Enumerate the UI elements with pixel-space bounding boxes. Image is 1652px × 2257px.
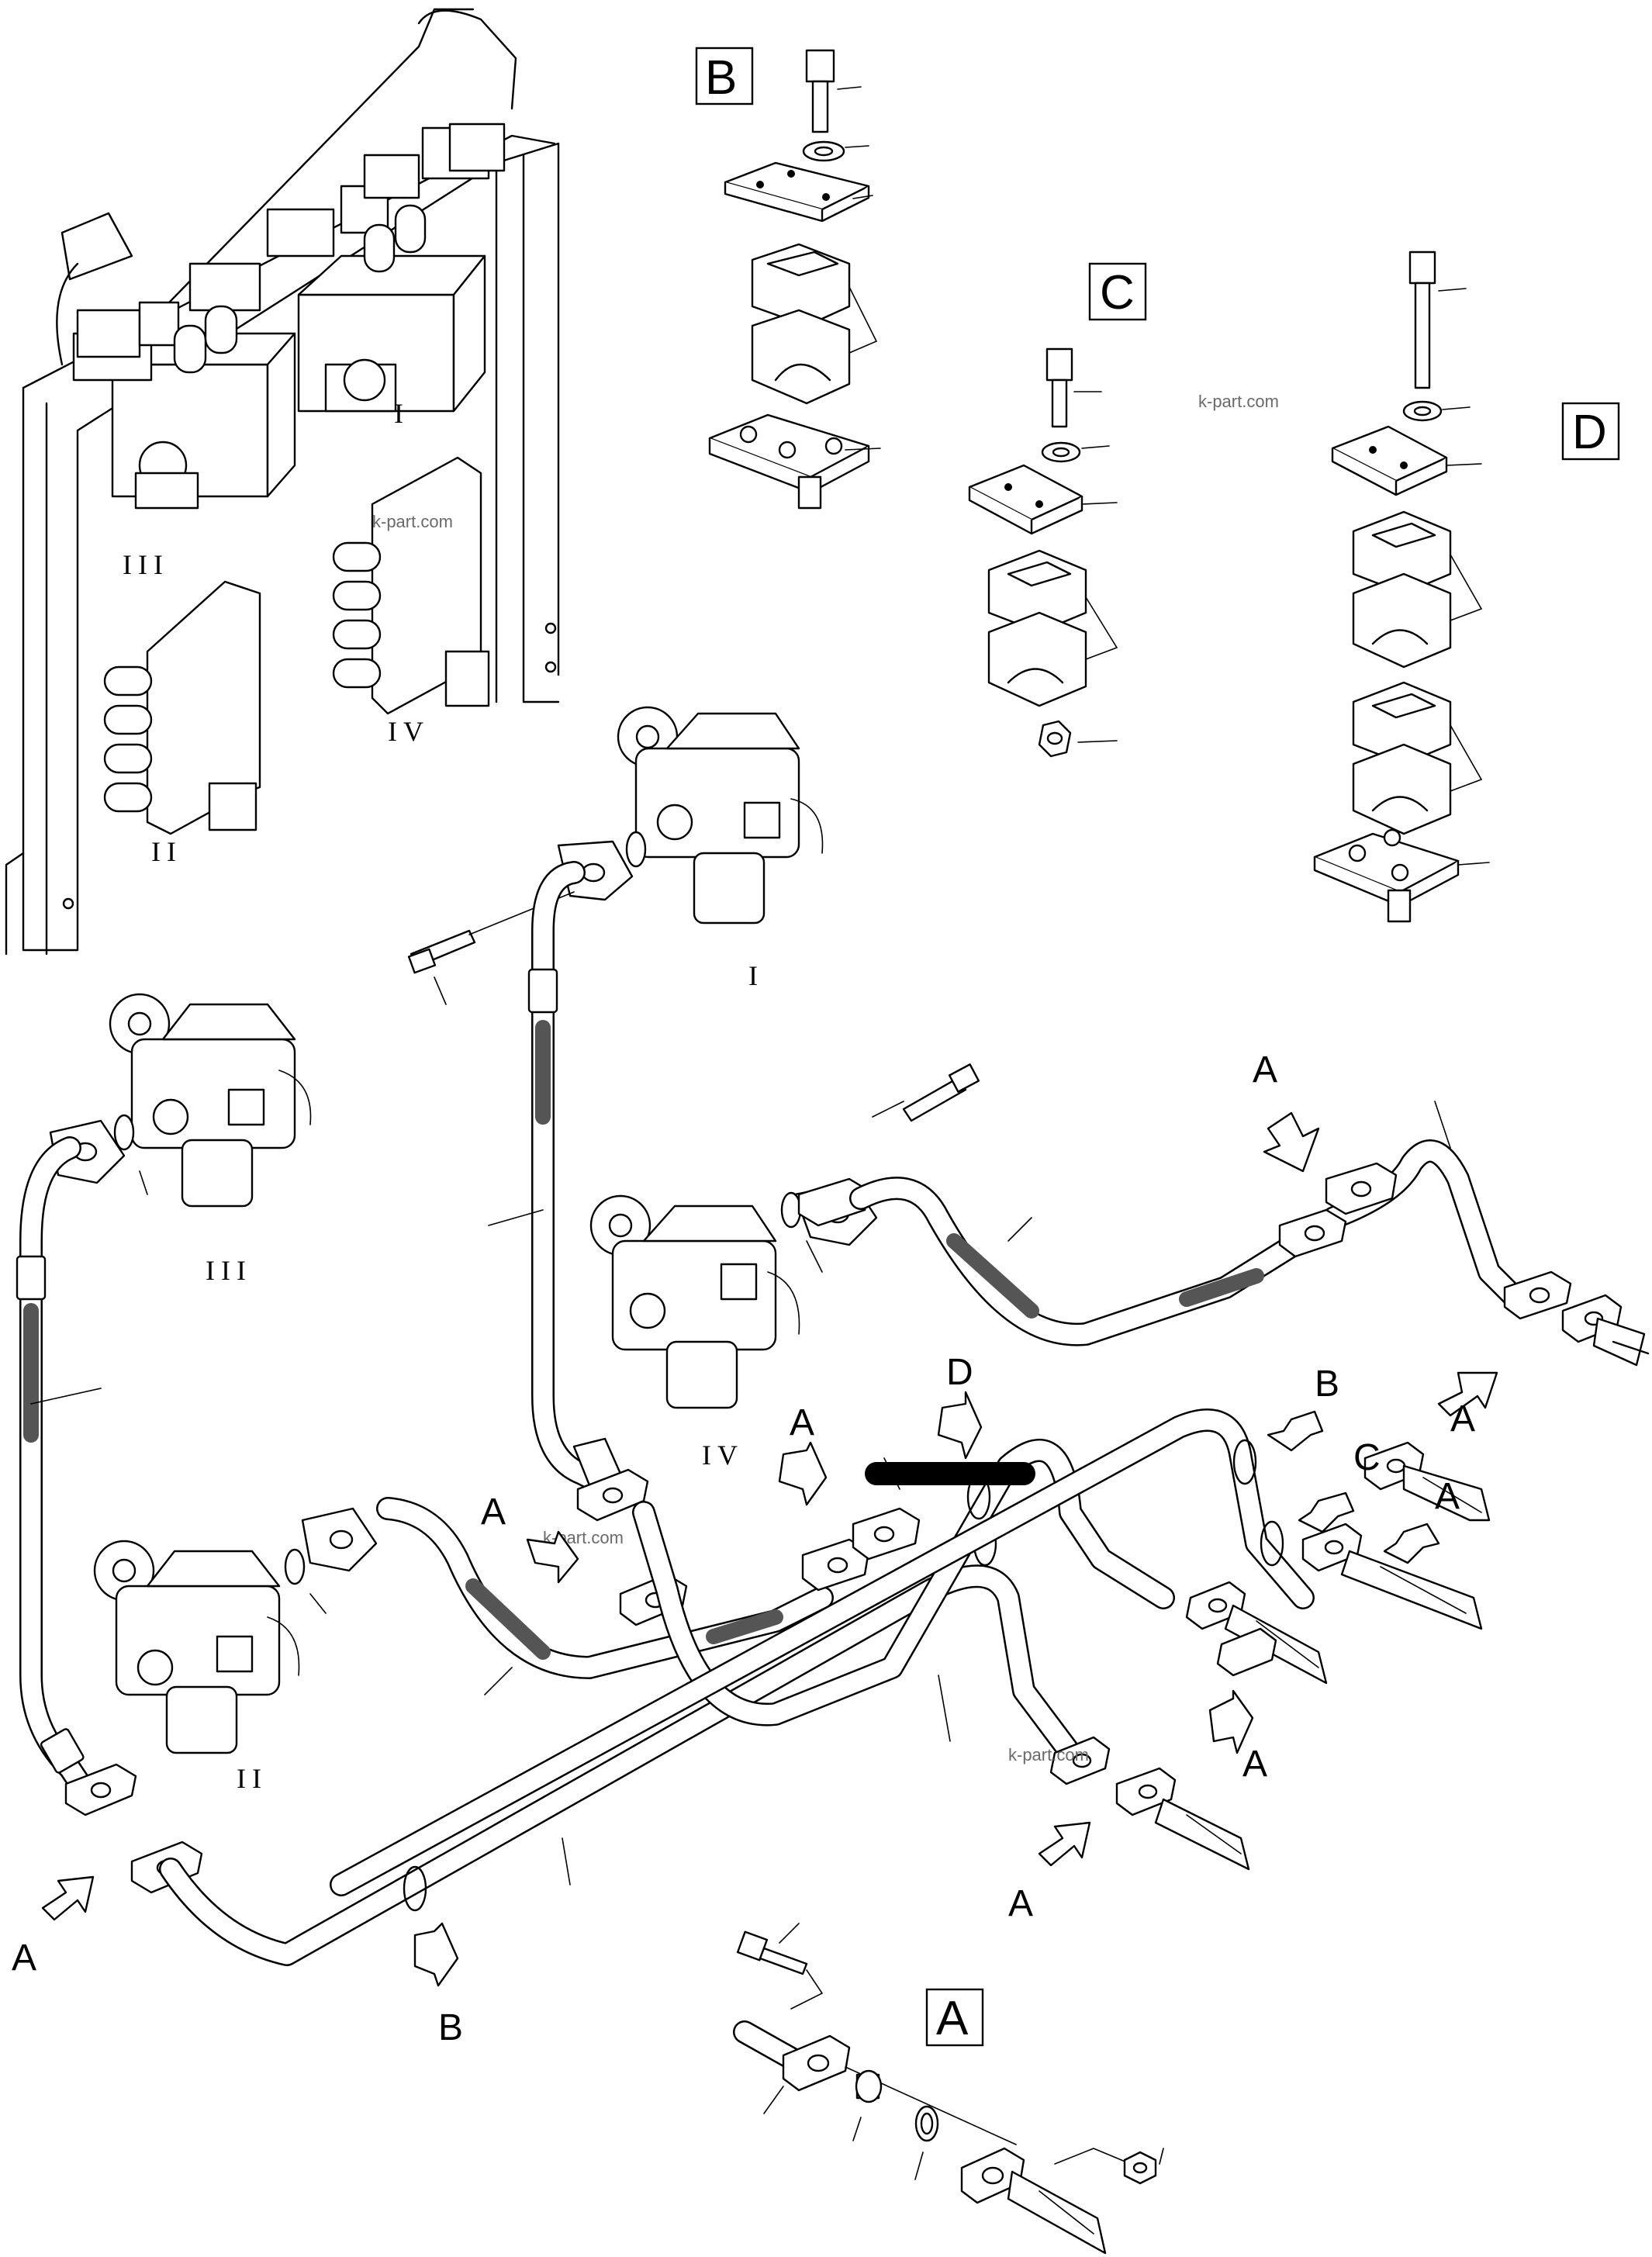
hose-line-main-lower [330, 1408, 1315, 1896]
callout-a-7: A [1008, 1883, 1033, 1924]
valve-unit-numeral-ii: II [237, 1763, 268, 1794]
arrow-a-left [41, 1875, 95, 1921]
pipe-end-iv [1561, 1294, 1650, 1367]
valve-unit-numeral-iv: IV [702, 1440, 744, 1471]
callout-arrows [41, 1111, 1498, 1987]
hose-line-ii [376, 1497, 921, 1695]
frame-numeral-iii: III [123, 549, 169, 580]
callout-a-4: A [790, 1402, 814, 1443]
arrow-a-center [778, 1441, 828, 1506]
valve-ii-connection-parts [284, 1507, 378, 1614]
callout-a-5: A [481, 1491, 506, 1533]
arrow-a-right-lower [1383, 1523, 1440, 1564]
valve-i-connection-parts [407, 831, 647, 1005]
solenoid-valve-ii: II [93, 1540, 300, 1794]
detail-a-label: A [936, 1992, 969, 2045]
watermark-lower: k-part.com [1008, 1745, 1089, 1764]
valve-mounting-frame [5, 8, 560, 956]
watermark-detail: k-part.com [1198, 392, 1279, 411]
valve-iii-connection-parts [49, 1114, 148, 1195]
callout-d-1: D [946, 1352, 973, 1393]
valve-bank-ii [103, 580, 261, 835]
solenoid-valve-iii: III [109, 993, 312, 1286]
arrow-a-center-left [526, 1530, 579, 1584]
detail-c-clamp-assembly: C [968, 262, 1147, 758]
solenoid-valve-i: I [617, 706, 824, 991]
pipe-end-upper-a [1216, 1627, 1277, 1677]
frame-numeral-i: I [394, 398, 410, 429]
callout-a-8: A [12, 1937, 36, 1979]
valve-bank-iv [332, 456, 490, 715]
detail-c-box [1088, 262, 1147, 321]
detail-a-fitting-assembly: A [733, 1923, 1164, 2255]
arrow-a-right [1437, 1371, 1498, 1417]
arrow-c-right [1298, 1491, 1355, 1533]
callout-a-1: A [1253, 1049, 1277, 1090]
callout-a-2: A [1450, 1398, 1475, 1440]
valve-unit-numeral-iii: III [206, 1255, 252, 1286]
arrow-a-iv [1263, 1111, 1320, 1173]
frame-numeral-ii: II [151, 836, 182, 867]
callout-a-6: A [1242, 1744, 1267, 1785]
hose-line-iv [797, 1101, 1572, 1346]
return-line-lower [130, 1564, 1082, 1966]
valve-bank-i [297, 254, 486, 413]
arrow-b-lower [413, 1922, 459, 1987]
detail-b-box [695, 47, 754, 105]
arrow-d [937, 1391, 983, 1460]
watermark-frame: k-part.com [372, 512, 453, 531]
solenoid-valve-iv: IV [589, 1194, 800, 1471]
valve-unit-numeral-i: I [748, 960, 764, 991]
detail-d-clamp-assembly: D [1313, 251, 1620, 923]
callout-b-1: B [1315, 1364, 1339, 1405]
hose-line-main-upper [632, 1439, 1175, 1726]
detail-b-clamp-assembly: B [695, 47, 881, 510]
detail-d-box [1561, 402, 1620, 461]
arrow-b-right [1267, 1410, 1324, 1452]
hose-line-iii [16, 1136, 137, 1816]
detail-a-box [925, 1988, 984, 2047]
frame-numeral-iv: IV [388, 716, 430, 747]
hose-line-i [488, 861, 624, 1501]
solenoid-cluster-row [76, 123, 506, 374]
callout-c-1: C [1353, 1437, 1381, 1478]
detail-b-label: B [705, 51, 737, 105]
arrow-a-lower [1038, 1821, 1091, 1867]
pipe-end-lower [1049, 1736, 1250, 1871]
detail-d-label: D [1572, 406, 1607, 459]
pipe-end-b [1301, 1523, 1483, 1630]
callout-a-3: A [1435, 1476, 1460, 1517]
pipe-end-c [1363, 1441, 1491, 1522]
detail-c-label: C [1100, 266, 1135, 320]
callout-b-2: B [438, 2007, 463, 2048]
arrow-a-lower-center [1208, 1689, 1254, 1754]
